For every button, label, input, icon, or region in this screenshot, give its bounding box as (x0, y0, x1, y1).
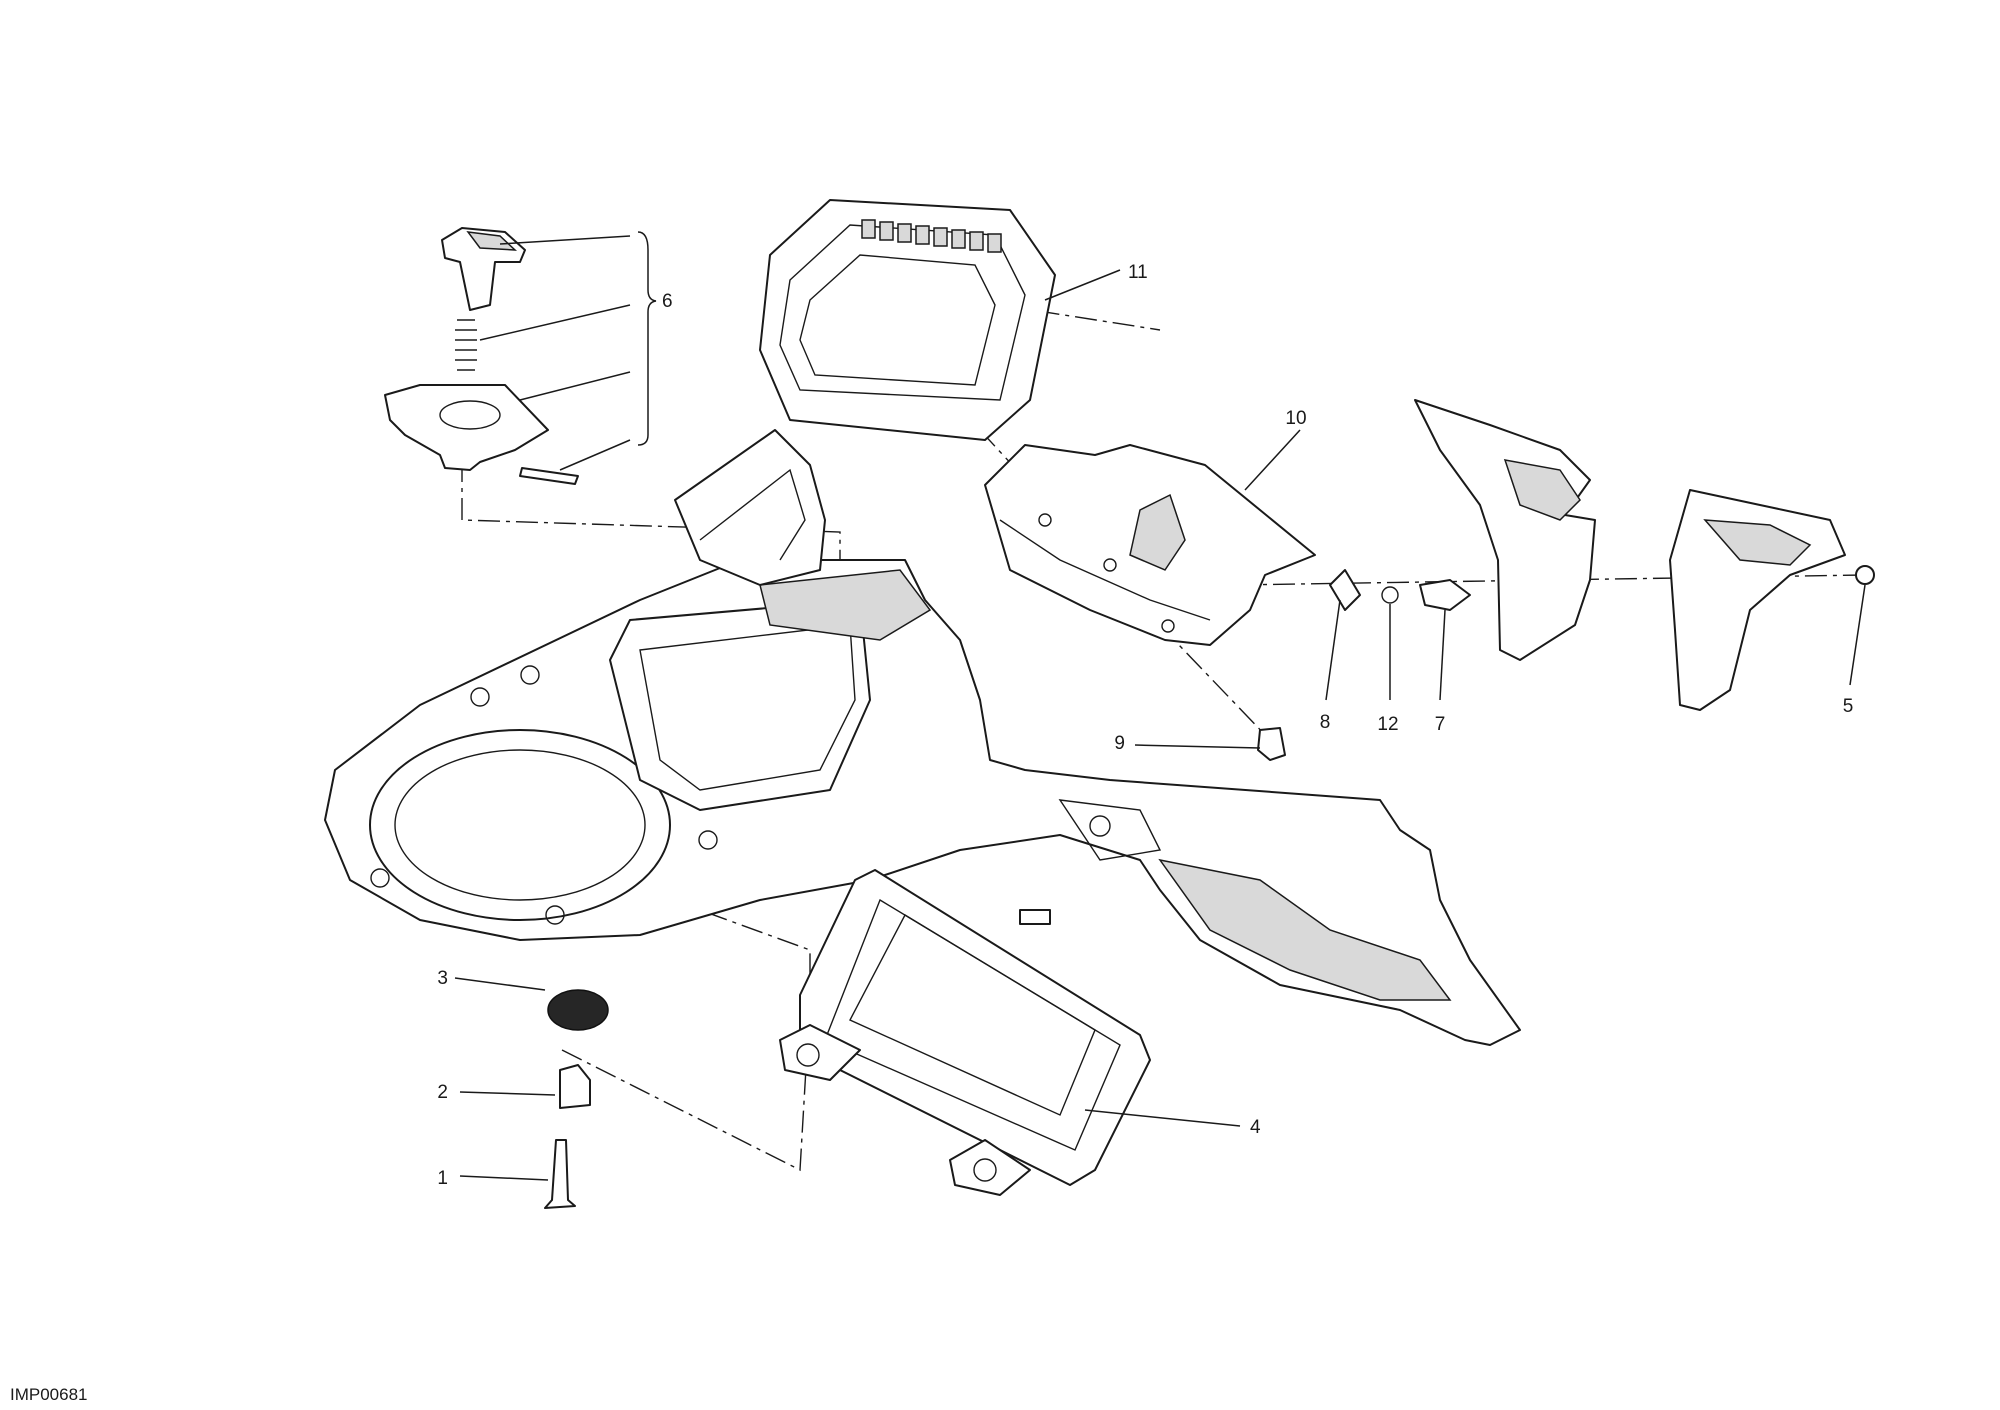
hardware (544, 569, 1471, 1209)
callout-8: 8 (1320, 712, 1331, 733)
part-12-washer (1381, 586, 1399, 604)
part-2-bushing (559, 1064, 591, 1109)
callout-2: 2 (437, 1082, 448, 1103)
bezel-warning-light-slots (861, 219, 1002, 253)
part-4-instrument-panel (779, 869, 1151, 1196)
callout-4: 4 (1250, 1117, 1261, 1138)
callout-3: 3 (437, 968, 448, 989)
callout-10: 10 (1285, 408, 1306, 429)
callout-1: 1 (437, 1168, 448, 1189)
part-11-bezel (759, 199, 1056, 441)
part-6-key-lock-assembly (384, 227, 579, 485)
instrument-support-bracket (324, 429, 1521, 1046)
callout-9: 9 (1114, 733, 1125, 754)
part-1-screw (544, 1139, 576, 1209)
part-10-inner-cover (984, 444, 1316, 646)
callout-12: 12 (1377, 714, 1398, 735)
callout-7: 7 (1435, 714, 1446, 735)
drawing-code: IMP00681 (10, 1385, 88, 1404)
part-3-rubber-grommet (547, 989, 609, 1031)
callout-5: 5 (1843, 696, 1854, 717)
leader-lines (454, 231, 1866, 1181)
callout-labels: 1 2 3 4 5 6 7 8 9 10 11 12 (437, 262, 1853, 1189)
callout-11: 11 (1128, 262, 1148, 283)
part-7-spacer (1419, 579, 1471, 611)
part-9-screw (1257, 727, 1286, 761)
callout-6: 6 (662, 291, 673, 312)
part-8-clip (1329, 569, 1361, 611)
right-side-brackets (1414, 399, 1875, 711)
